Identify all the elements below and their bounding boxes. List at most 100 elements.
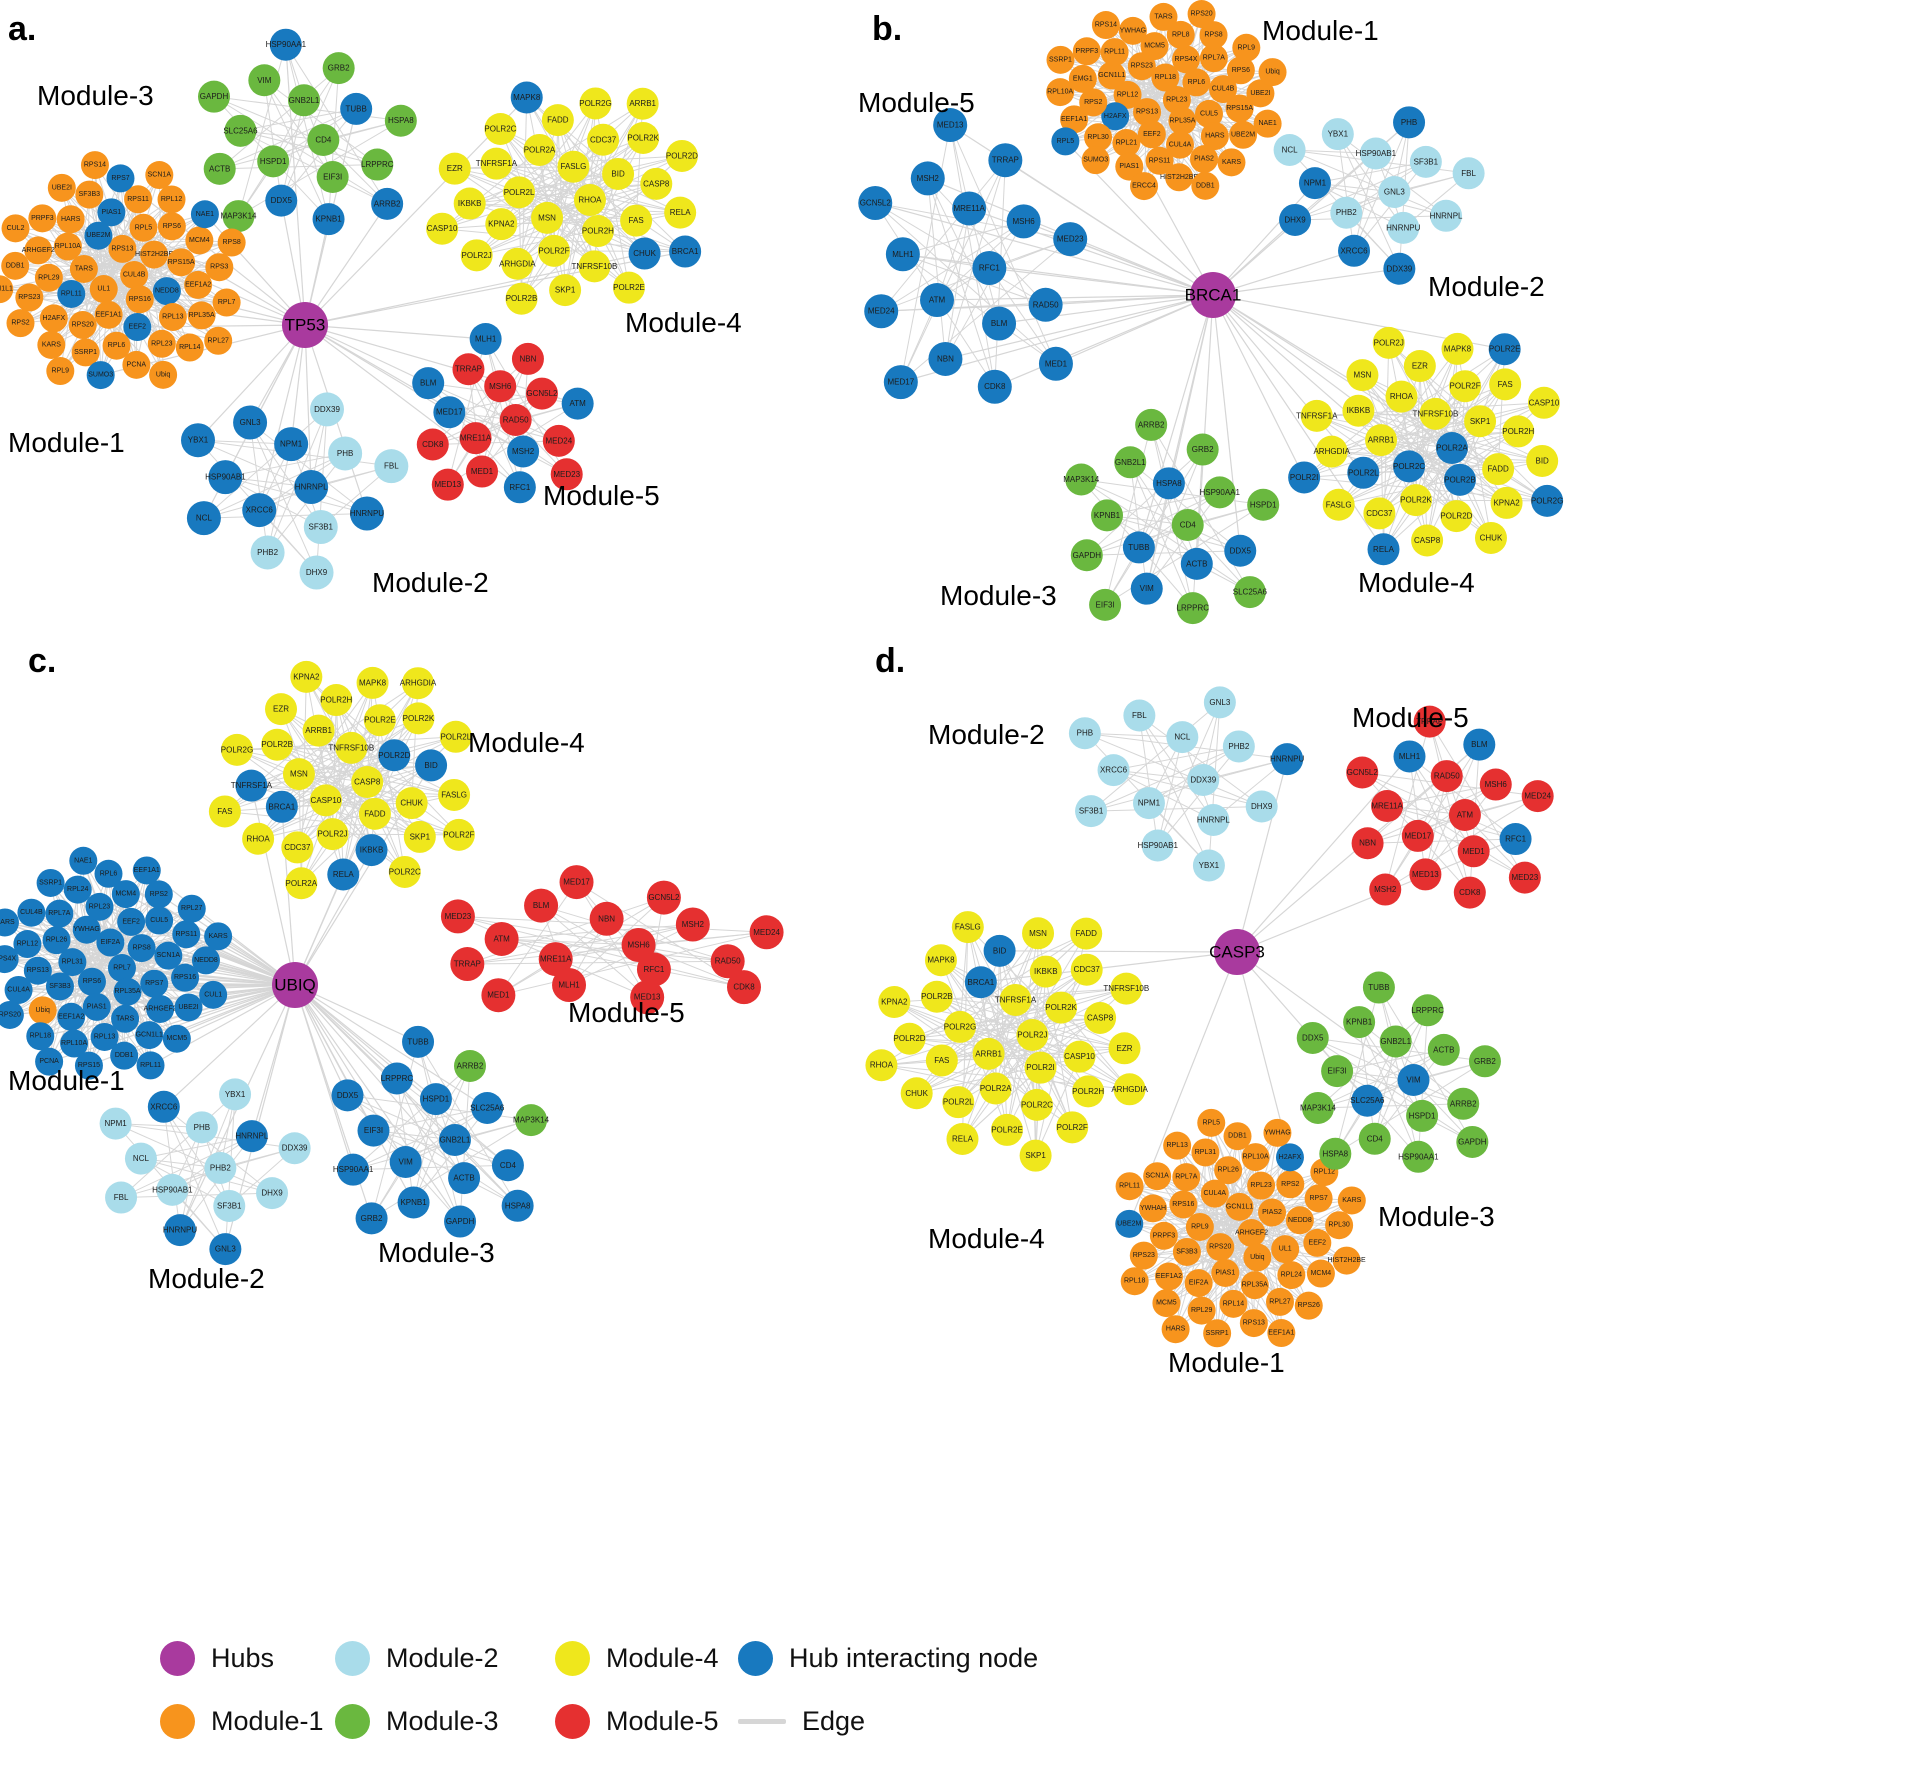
hub-node-UBIQ <box>272 962 318 1008</box>
node-label: RPS15A <box>1226 105 1253 112</box>
node-RPL10A <box>1046 78 1075 107</box>
node-MED13 <box>431 468 464 501</box>
node-label: POLR2K <box>1400 496 1432 505</box>
node-GCN1L1 <box>135 1021 164 1050</box>
node-label: HSP90AA1 <box>333 1165 374 1174</box>
node-SCN1A <box>1143 1162 1172 1191</box>
node-ERCC4 <box>1130 172 1159 201</box>
node-label: POLR2C <box>1021 1100 1053 1109</box>
node-RPS4X <box>1172 45 1201 74</box>
edge <box>900 160 1006 383</box>
node-label: IKBKB <box>360 846 384 855</box>
node-label: Ubiq <box>36 1007 51 1014</box>
node-FASLG <box>1322 488 1355 521</box>
node-EZR <box>1108 1032 1141 1065</box>
edge <box>540 905 648 998</box>
node-label: RPS15 <box>78 1062 100 1069</box>
node-label: EZR <box>1117 1044 1133 1053</box>
node-POLR2B <box>1443 463 1476 496</box>
node-POLR2B <box>505 282 538 315</box>
panel-b: RFC1ATMMRE11ABLMMLH1MSH6NBNMSH2RAD50MED2… <box>858 0 1563 625</box>
node-CD4 <box>1358 1122 1391 1155</box>
node-MED17 <box>433 396 466 429</box>
node-label: HSPD1 <box>260 157 287 166</box>
node-label: H2AFX <box>1104 113 1127 120</box>
node-label: POLR2L <box>504 188 535 197</box>
node-label: POLR2B <box>506 294 538 303</box>
node-NCL <box>1166 721 1199 754</box>
edge <box>1303 402 1545 478</box>
node-label: RPL23 <box>1250 1182 1272 1189</box>
node-label: XRCC6 <box>246 506 274 515</box>
node-label: NPM1 <box>1138 799 1161 808</box>
hub-edge <box>1212 294 1453 449</box>
node-label: TRRAP <box>1416 717 1443 726</box>
node-NPM1 <box>99 1107 132 1140</box>
hub-edge <box>1212 182 1316 296</box>
node-label: RPL7A <box>1175 1174 1198 1181</box>
node-label: MSH2 <box>1374 885 1397 894</box>
edge <box>298 774 302 884</box>
node-label: FASLG <box>441 790 467 799</box>
node-label: GNL3 <box>1384 188 1405 197</box>
node-label: RPL23 <box>1166 97 1188 104</box>
node-label: TNFRSF10B <box>572 262 618 271</box>
node-RPS15A <box>1225 94 1254 123</box>
node-label: EEF2 <box>122 918 140 925</box>
node-label: RPL12 <box>1117 91 1139 98</box>
node-RPL10A <box>1241 1143 1270 1172</box>
edge <box>441 155 683 230</box>
hub-edge <box>945 294 1214 360</box>
node-DDB1 <box>1223 1122 1252 1151</box>
node-label: PHB2 <box>210 1164 231 1173</box>
node-label: MED1 <box>487 991 510 1000</box>
node-RPL11 <box>136 1051 165 1080</box>
node-MED17 <box>883 365 918 400</box>
edge <box>285 44 330 220</box>
node-label: FAS <box>629 216 644 225</box>
node-label: GNB2L1 <box>440 1136 471 1145</box>
node-label: CHUK <box>905 1089 928 1098</box>
module-label: Module-4 <box>468 727 585 758</box>
edge <box>374 736 457 815</box>
edge <box>1388 342 1481 422</box>
node-label: CASP10 <box>311 796 342 805</box>
edge <box>1060 1007 1130 1090</box>
node-label: MED13 <box>1412 870 1439 879</box>
edge <box>1317 1009 1428 1109</box>
edge <box>213 96 388 205</box>
node-label: FBL <box>384 462 399 471</box>
edge <box>257 764 432 840</box>
node-label: BRCA1 <box>672 247 699 256</box>
edge <box>432 358 529 445</box>
node-label: MAP3K14 <box>1300 1103 1337 1112</box>
node-RPL18 <box>1151 63 1180 92</box>
edge <box>967 926 1037 1156</box>
node-YWHAG <box>1263 1118 1292 1147</box>
node-label: FBL <box>114 1193 129 1202</box>
node-YBX1 <box>219 1078 252 1111</box>
node-label: ARHGDIA <box>499 259 536 268</box>
node-SSRP1 <box>36 868 65 897</box>
node-label: TNFRSF10B <box>328 743 374 752</box>
node-label: HSPA8 <box>1156 479 1182 488</box>
node-label: PHB <box>1077 729 1093 738</box>
edge <box>1384 744 1480 890</box>
node-label: MED1 <box>1045 359 1068 368</box>
module-label: Module-4 <box>1358 567 1475 598</box>
node-label: POLR2L <box>440 732 471 741</box>
edge <box>957 971 1047 1103</box>
node-CUL5 <box>145 906 174 935</box>
node-label: GAPDH <box>1458 1137 1487 1146</box>
node-label: RPS8 <box>223 239 241 246</box>
node-label: MED23 <box>553 470 580 479</box>
node-label: HNRNPL <box>1430 211 1463 220</box>
node-RHOA <box>1385 380 1418 413</box>
node-VIM <box>1130 572 1163 605</box>
node-RFC1 <box>636 952 671 987</box>
node-label: HARS <box>1205 133 1225 140</box>
node-label: RPL18 <box>30 1033 52 1040</box>
hub-edge <box>1212 294 1461 481</box>
node-FASLG <box>557 150 590 183</box>
node-RPL27 <box>177 894 206 923</box>
